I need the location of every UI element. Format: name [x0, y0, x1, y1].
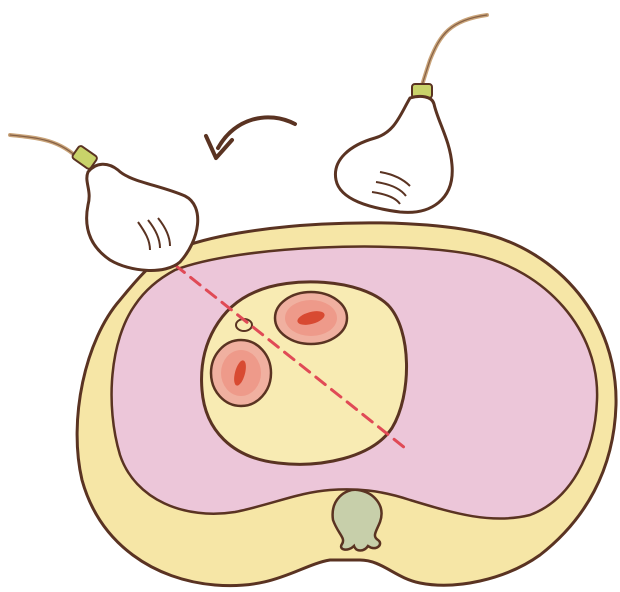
curved-arrow-icon: [206, 117, 295, 158]
vessel-upper: [275, 292, 347, 344]
ultrasound-probe-right: [335, 15, 487, 212]
ultrasound-probe-left: [10, 135, 198, 270]
vessel-lower: [211, 340, 271, 406]
